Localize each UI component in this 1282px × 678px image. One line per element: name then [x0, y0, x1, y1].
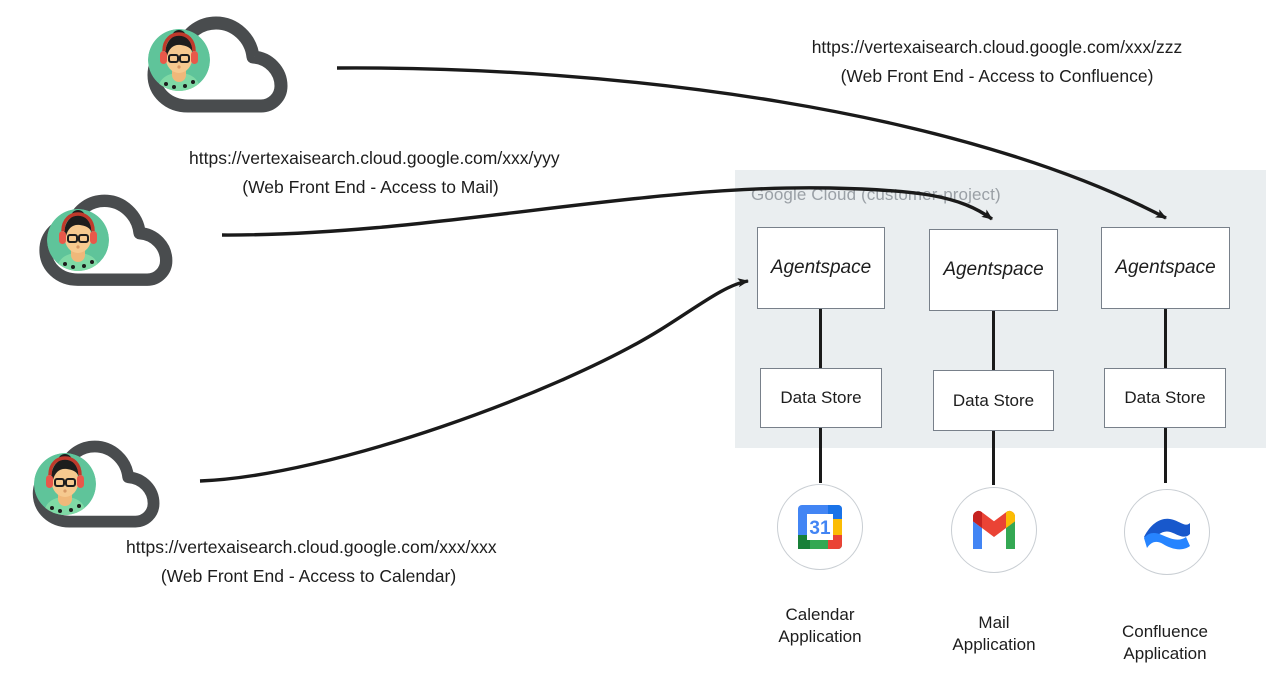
- arrow-calendar: [199, 278, 749, 483]
- datastore-label: Data Store: [952, 390, 1035, 410]
- confluence-icon: [1144, 518, 1190, 550]
- datastore-box-mail[interactable]: Data Store: [933, 370, 1054, 431]
- agentspace-label: Agentspace: [1115, 257, 1216, 278]
- connector-agentspace-datastore-2: [992, 310, 995, 370]
- user-cloud-calendar: [26, 440, 216, 535]
- connector-datastore-app-2: [992, 430, 995, 485]
- connector-agentspace-datastore-1: [819, 308, 822, 369]
- agentspace-box-mail[interactable]: Agentspace: [929, 229, 1058, 311]
- caption-subtitle: (Web Front End - Access to Calendar): [160, 566, 457, 587]
- agentspace-label: Agentspace: [943, 259, 1044, 280]
- agentspace-box-confluence[interactable]: Agentspace: [1101, 227, 1230, 309]
- user-avatar-icon: [47, 209, 109, 271]
- app-label-mail: Mail Application: [952, 613, 1036, 655]
- connector-datastore-app-3: [1164, 427, 1167, 483]
- caption-subtitle: (Web Front End - Access to Confluence): [840, 66, 1154, 87]
- agentspace-box-calendar[interactable]: Agentspace: [757, 227, 885, 309]
- app-label-calendar: Calendar Application: [778, 605, 862, 647]
- datastore-label: Data Store: [780, 388, 862, 407]
- caption-subtitle: (Web Front End - Access to Mail): [242, 177, 499, 198]
- datastore-box-confluence[interactable]: Data Store: [1104, 368, 1226, 428]
- app-circle-mail[interactable]: [951, 487, 1037, 573]
- svg-text:31: 31: [809, 518, 831, 539]
- user-avatar-icon: [148, 29, 210, 91]
- app-label-confluence: Confluence Application: [1121, 622, 1208, 664]
- caption-calendar: https://vertexaisearch.cloud.google.com/…: [126, 534, 497, 593]
- user-avatar-icon: [34, 453, 96, 515]
- google-calendar-icon: 31: [798, 505, 842, 549]
- connector-agentspace-datastore-3: [1164, 308, 1167, 369]
- user-cloud-confluence: [140, 16, 350, 120]
- caption-url: https://vertexaisearch.cloud.google.com/…: [189, 148, 560, 168]
- app-circle-confluence[interactable]: [1124, 489, 1210, 575]
- datastore-label: Data Store: [1124, 388, 1206, 407]
- caption-url: https://vertexaisearch.cloud.google.com/…: [126, 537, 497, 557]
- gmail-icon: [973, 511, 1015, 549]
- google-cloud-zone-label: Google Cloud (customer-project): [751, 185, 1001, 204]
- caption-url: https://vertexaisearch.cloud.google.com/…: [811, 37, 1183, 57]
- user-cloud-mail: [32, 194, 232, 293]
- connector-datastore-app-1: [819, 427, 822, 483]
- caption-mail: https://vertexaisearch.cloud.google.com/…: [189, 145, 560, 204]
- agentspace-label: Agentspace: [770, 257, 872, 278]
- cloud-icon: [39, 194, 173, 286]
- datastore-box-calendar[interactable]: Data Store: [760, 368, 882, 428]
- caption-confluence: https://vertexaisearch.cloud.google.com/…: [804, 34, 1190, 93]
- app-circle-calendar[interactable]: 31: [777, 484, 863, 570]
